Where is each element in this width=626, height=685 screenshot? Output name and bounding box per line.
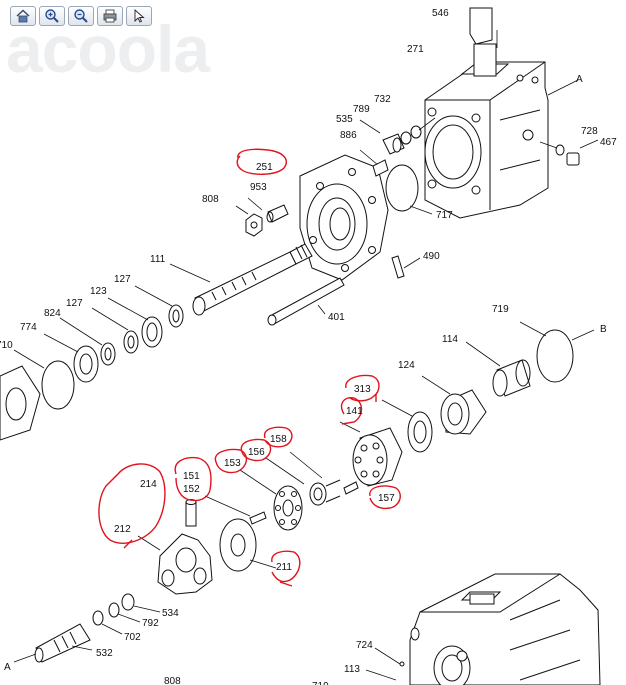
bush-156-158[interactable] (309, 479, 341, 506)
swash-plate-212[interactable] (157, 533, 213, 595)
callout-151[interactable]: 151 (183, 471, 200, 482)
callout-490[interactable]: 490 (423, 251, 440, 262)
home-icon (16, 9, 30, 23)
callout-A-top[interactable]: A (576, 74, 583, 85)
seal-824[interactable] (100, 342, 116, 366)
piston-151-152[interactable] (185, 499, 267, 527)
callout-719[interactable]: 719 (492, 304, 509, 315)
rod-532[interactable] (34, 623, 91, 663)
shaft-111[interactable] (192, 243, 313, 316)
callout-313[interactable]: 313 (354, 384, 371, 395)
screw-490[interactable] (391, 255, 405, 279)
plug-728-467[interactable] (555, 144, 580, 166)
callout-124[interactable]: 124 (398, 360, 415, 371)
plate-313[interactable] (407, 411, 433, 453)
screw-953[interactable] (266, 204, 289, 223)
callout-114[interactable]: 114 (442, 334, 458, 345)
callout-824[interactable]: 824 (44, 308, 61, 319)
callout-211[interactable]: 211 (276, 562, 292, 573)
valve-plate-124[interactable] (440, 389, 487, 435)
callout-532[interactable]: 532 (96, 648, 113, 659)
callout-953[interactable]: 953 (250, 182, 267, 193)
callout-728[interactable]: 728 (581, 126, 598, 137)
cylinder-141[interactable] (352, 427, 403, 487)
callout-774[interactable]: 774 (20, 322, 37, 333)
flange-251[interactable] (299, 154, 389, 281)
callout-724[interactable]: 724 (356, 640, 373, 651)
print-button[interactable] (97, 6, 123, 26)
zoom-out-icon (74, 9, 88, 23)
zoom-in-button[interactable] (39, 6, 65, 26)
zoom-in-icon (45, 9, 59, 23)
callout-157[interactable]: 157 (378, 493, 395, 504)
pointer-icon (134, 9, 145, 23)
callout-127a[interactable]: 127 (114, 274, 131, 285)
callout-212[interactable]: 212 (114, 524, 131, 535)
callout-152[interactable]: 152 (183, 484, 200, 495)
callout-214[interactable]: 214 (140, 479, 157, 490)
callout-156[interactable]: 156 (248, 447, 265, 458)
callout-467[interactable]: 467 (600, 137, 617, 148)
callout-251[interactable]: 251 (256, 162, 273, 173)
callout-710[interactable]: 710 (0, 340, 13, 351)
callout-719-bottom[interactable]: 719 (312, 681, 329, 685)
callout-A-bottom[interactable]: A (4, 662, 11, 673)
callout-158[interactable]: 158 (270, 434, 287, 445)
cover-plate[interactable] (0, 365, 41, 441)
pin-886[interactable] (372, 159, 389, 177)
select-pointer-button[interactable] (126, 6, 152, 26)
shoe-plate-211[interactable] (219, 518, 257, 572)
callout-127b[interactable]: 127 (66, 298, 83, 309)
print-icon (103, 9, 117, 23)
callout-808-top[interactable]: 808 (202, 194, 219, 205)
callout-789[interactable]: 789 (353, 104, 370, 115)
callout-792[interactable]: 792 (142, 618, 159, 629)
rod-401[interactable] (267, 277, 345, 326)
callout-534[interactable]: 534 (162, 608, 179, 619)
callout-271[interactable]: 271 (407, 44, 424, 55)
fitting-group-732[interactable] (382, 125, 422, 155)
callout-401[interactable]: 401 (328, 312, 345, 323)
callout-732[interactable]: 732 (374, 94, 391, 105)
callout-113[interactable]: 113 (344, 664, 360, 675)
callout-535[interactable]: 535 (336, 114, 353, 125)
plate-774[interactable] (73, 345, 99, 383)
callout-153[interactable]: 153 (224, 458, 241, 469)
callout-702[interactable]: 702 (124, 632, 141, 643)
callout-141[interactable]: 141 (346, 406, 363, 417)
callout-123[interactable]: 123 (90, 286, 107, 297)
bearing-123[interactable] (141, 316, 163, 348)
zoom-out-button[interactable] (68, 6, 94, 26)
oring-719[interactable] (536, 329, 574, 383)
callout-labels: 546 271 A 732 789 535 728 467 886 251 95… (0, 8, 617, 685)
highlight-marks (98, 148, 401, 587)
ring-702[interactable] (92, 610, 104, 626)
oring-717[interactable] (385, 164, 419, 212)
housing-lower[interactable] (409, 573, 601, 685)
callout-808-bottom[interactable]: 808 (164, 676, 181, 685)
retainer-153[interactable] (273, 485, 303, 531)
housing-271[interactable] (424, 7, 549, 219)
viewer-toolbar (10, 6, 152, 28)
watermark-logo: acoola (6, 12, 210, 86)
ring-534[interactable] (121, 593, 135, 611)
home-button[interactable] (10, 6, 36, 26)
callout-717[interactable]: 717 (436, 210, 453, 221)
spring-157[interactable] (343, 481, 359, 495)
bearing-127-a[interactable] (168, 304, 184, 328)
nut-808[interactable] (245, 213, 263, 237)
callout-111[interactable]: 111 (150, 254, 166, 265)
callout-886[interactable]: 886 (340, 130, 357, 141)
ring-792[interactable] (108, 602, 120, 618)
oring-710[interactable] (41, 360, 75, 410)
bushing-114[interactable] (492, 359, 531, 397)
callout-546[interactable]: 546 (432, 8, 449, 19)
bearing-127-b[interactable] (123, 330, 139, 354)
callout-B[interactable]: B (600, 324, 607, 335)
